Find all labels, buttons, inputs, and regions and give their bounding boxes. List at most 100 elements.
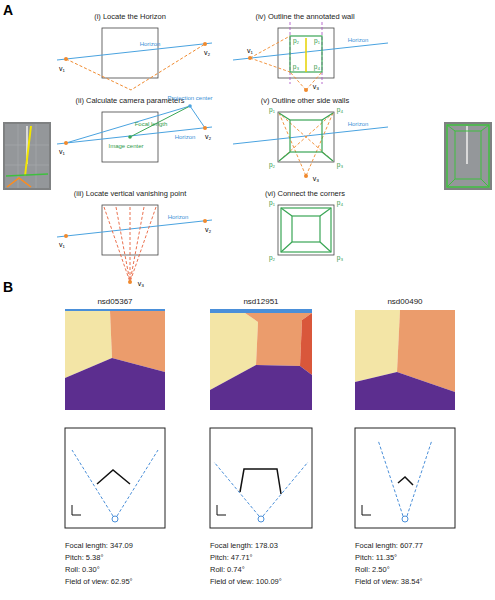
scale-mark (362, 505, 371, 515)
layout-outline (447, 125, 489, 187)
panel-letter: B (3, 280, 13, 294)
field-of-view (214, 462, 308, 516)
corner-label: p₄ (314, 64, 320, 71)
room-layout-image (65, 309, 165, 410)
point-label: v₁ (59, 65, 65, 72)
wall-plan (97, 470, 130, 484)
parameter-text: Focal length: 347.09 (65, 542, 133, 550)
parameter-text: Field of view: 62.95° (65, 578, 133, 586)
focal-label: Focal length (135, 121, 168, 127)
vanishing-point (64, 141, 68, 145)
vanishing-point (64, 57, 68, 61)
image-frame (278, 28, 334, 78)
step-sketch (57, 205, 212, 284)
step-title: (iv) Outline the annotated wall (255, 13, 354, 21)
wall-plan (240, 469, 281, 494)
parameter-text: Pitch: 47.71° (210, 554, 253, 562)
vanishing-point (128, 280, 132, 284)
floor-region (65, 358, 165, 410)
field-of-view (72, 450, 158, 516)
image-center-point (128, 135, 132, 139)
corner-label: p₃ (293, 64, 299, 71)
horizon-line (57, 43, 212, 60)
ceiling-region (65, 309, 165, 311)
projection-label: Projection center (167, 95, 212, 101)
step-sketch (57, 104, 212, 162)
step-sketch (233, 112, 388, 178)
parameter-text: Roll: 2.50° (355, 566, 390, 574)
point-label: v₃ (313, 83, 319, 90)
parameter-text: Field of view: 100.09° (210, 578, 282, 586)
layout-corner (281, 208, 331, 252)
vanishing-point (304, 174, 308, 178)
wall-outline (290, 120, 322, 152)
vanishing-point (203, 42, 207, 46)
horizon-line (57, 127, 212, 144)
annotation-line (305, 38, 307, 72)
shower-photo (3, 122, 51, 190)
room-layout-image (355, 310, 455, 410)
image-center-label: Image center (108, 143, 143, 149)
photo-background (3, 122, 51, 190)
view-frame (65, 428, 165, 528)
parameter-text: Field of view: 38.54° (355, 578, 423, 586)
corner-label: p₁ (269, 107, 275, 114)
step-title: (i) Locate the Horizon (94, 13, 166, 21)
panel-letter: A (3, 3, 13, 17)
step-sketch (233, 22, 388, 92)
point-label: v₂ (205, 226, 211, 233)
camera-position (258, 516, 264, 522)
corner-label: p₃ (337, 255, 343, 262)
layout-outline (455, 131, 481, 179)
camera-position (112, 516, 118, 522)
vanishing-point (304, 88, 308, 92)
floor-region (355, 372, 455, 410)
parameter-text: Pitch: 11.35° (355, 554, 397, 562)
vanishing-point (248, 56, 252, 60)
parameter-text: Focal length: 607.77 (355, 542, 423, 550)
horizon-label: Horizon (140, 41, 161, 47)
point-label: v₁ (59, 241, 65, 248)
corner-label: p₂ (293, 38, 299, 45)
side-wall-edge (279, 113, 333, 161)
top-down-view (210, 428, 312, 528)
right-wall-region (300, 313, 312, 375)
image-frame (102, 112, 158, 162)
left-wall-region (355, 310, 400, 382)
vanishing-point (203, 126, 207, 130)
horizon-line (57, 220, 212, 237)
vanishing-line (66, 44, 205, 90)
sample-id: nsd12951 (243, 298, 278, 306)
photo-wall (5, 124, 49, 188)
photo-background (444, 122, 492, 190)
room-layout-image (210, 309, 312, 410)
step-sketch (57, 28, 212, 90)
vanishing-point (203, 219, 207, 223)
top-down-view (65, 428, 165, 528)
sample-id: nsd00490 (387, 298, 422, 306)
corner-label: p₁ (314, 38, 320, 45)
camera-position (402, 516, 408, 522)
horizon-label: Horizon (175, 134, 196, 140)
point-label: v₂ (204, 49, 210, 56)
annotation-line (7, 178, 31, 187)
boundary-line (290, 22, 322, 84)
shower-pipe (466, 126, 468, 164)
image-frame (102, 28, 158, 78)
point-label: v₁ (247, 47, 253, 54)
ceiling-region (210, 309, 312, 313)
view-frame (355, 428, 455, 528)
field-of-view (378, 440, 432, 516)
projection-point (188, 104, 192, 108)
corner-label: p₄ (337, 200, 343, 207)
wall-plan (398, 477, 413, 485)
vanishing-point (64, 234, 68, 238)
sample-id: nsd05367 (97, 298, 132, 306)
point-label: v₂ (205, 133, 211, 140)
horizon-label: Horizon (348, 121, 369, 127)
horizon-line (233, 127, 388, 144)
parameter-text: Roll: 0.74° (210, 566, 245, 574)
tile-line (36, 124, 37, 188)
shower-photo (444, 122, 492, 190)
